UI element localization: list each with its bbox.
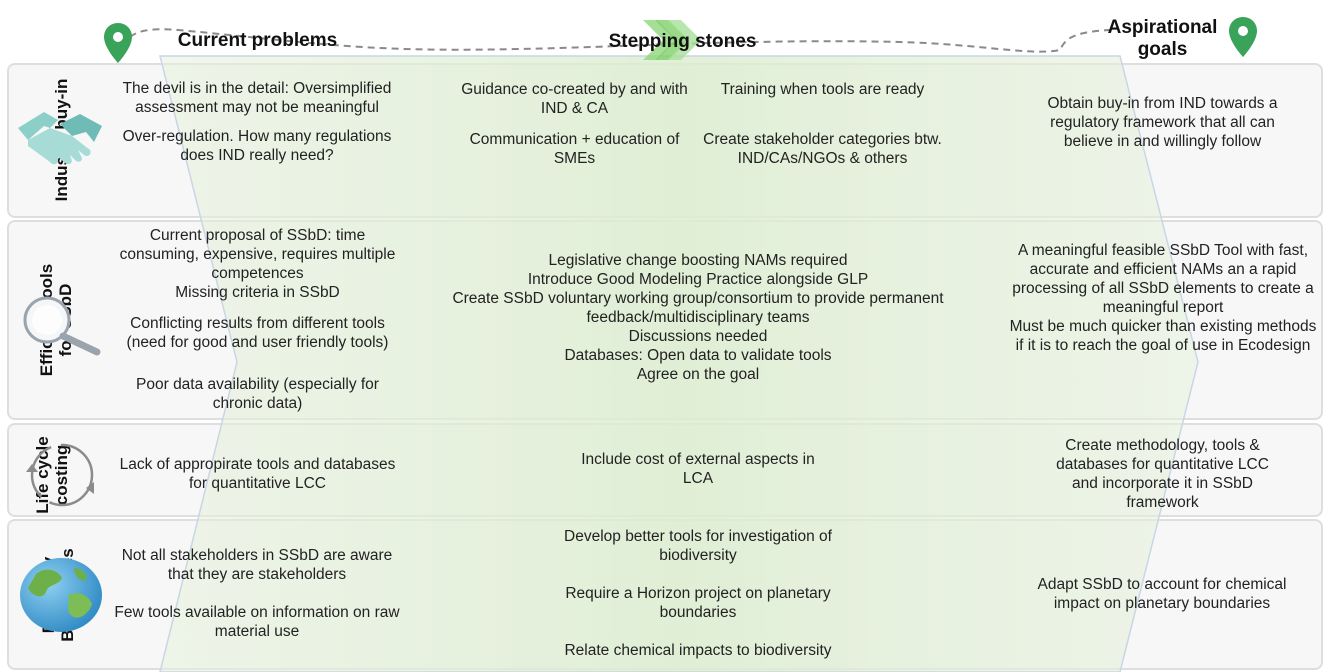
- chevron-arrows-icon: [643, 20, 701, 60]
- problem-text: Lack of appropirate tools and databases …: [119, 456, 396, 492]
- handshake-icon: [18, 112, 102, 165]
- stepping-stone-text: Create stakeholder categories btw. IND/C…: [703, 131, 942, 167]
- problem-text: Over-regulation. How many regulations do…: [122, 128, 392, 164]
- stepping-stone-text: Relate chemical impacts to biodiversity: [564, 642, 832, 659]
- stepping-stone-text: Introduce Good Modeling Practice alongsi…: [527, 271, 869, 288]
- header-aspirational-goals: Aspirational goals: [1107, 17, 1218, 60]
- problem-text: Poor data availability (especially for c…: [136, 376, 379, 412]
- stepping-stone-text: Agree on the goal: [636, 366, 760, 383]
- stepping-stone-text: Create SSbD voluntary working group/cons…: [452, 290, 944, 326]
- route-dashed-line: [129, 28, 1111, 53]
- start-pin-icon: [104, 23, 132, 63]
- stepping-stone-text: Include cost of external aspects in LCA: [581, 451, 815, 487]
- problem-text: Missing criteria in SSbD: [175, 284, 340, 301]
- stepping-stone-text: Guidance co-created by and with IND & CA: [461, 81, 688, 117]
- globe-icon: [20, 558, 102, 632]
- goal-text: Create methodology, tools & databases fo…: [1056, 437, 1269, 511]
- cycle-icon: [26, 443, 94, 507]
- header-stepping-stones: Stepping stones: [608, 31, 757, 52]
- problem-text: Current proposal of SSbD: time consuming…: [119, 227, 396, 282]
- problem-text: The devil is in the detail: Oversimplifi…: [122, 80, 392, 116]
- header-current-problems: Current problems: [177, 30, 338, 51]
- goal-text: Adapt SSbD to account for chemical impac…: [1037, 576, 1287, 612]
- magnifier-icon: [23, 296, 101, 356]
- stepping-stone-text: Discussions needed: [628, 328, 768, 345]
- goal-text: A meaningful feasible SSbD Tool with fas…: [1012, 242, 1314, 316]
- problem-text: Not all stakeholders in SSbD are aware t…: [121, 547, 393, 583]
- goal-text: Must be much quicker than existing metho…: [1009, 318, 1317, 354]
- stepping-stone-text: Legislative change boosting NAMs require…: [548, 252, 848, 269]
- stepping-stone-text: Develop better tools for investigation o…: [564, 528, 832, 564]
- stepping-stone-text: Training when tools are ready: [720, 81, 925, 98]
- goal-text: Obtain buy-in from IND towards a regulat…: [1047, 95, 1278, 150]
- stepping-stone-text: Require a Horizon project on planetary b…: [565, 585, 831, 621]
- goal-pin-icon: [1229, 17, 1257, 57]
- stepping-stone-text: Databases: Open data to validate tools: [564, 347, 832, 364]
- problem-text: Few tools available on information on ra…: [114, 604, 400, 640]
- stepping-stone-text: Communication + education of SMEs: [469, 131, 680, 167]
- problem-text: Conflicting results from different tools…: [126, 315, 389, 351]
